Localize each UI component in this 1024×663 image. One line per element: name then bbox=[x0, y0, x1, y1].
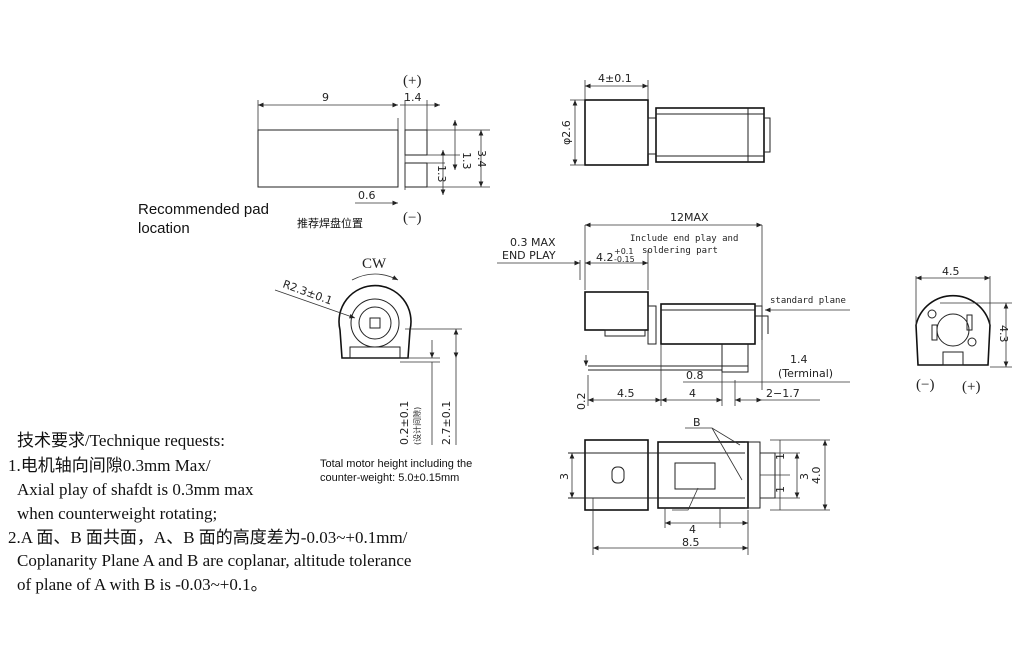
note-1-line-2: Axial play of shafdt is 0.3mm max bbox=[17, 480, 254, 499]
note-1-line-1: 1.电机轴向间隙0.3mm Max/ bbox=[8, 456, 211, 475]
side-note-2: soldering part bbox=[642, 246, 718, 256]
notes-heading: 技术要求/Technique requests: bbox=[17, 431, 225, 450]
rotation-label: CW bbox=[362, 256, 387, 272]
dim-width: 4.5 bbox=[942, 265, 960, 278]
dim-weight: 4.2 bbox=[596, 251, 614, 264]
note-2-line-2: Coplanarity Plane A and B are coplanar, … bbox=[17, 551, 411, 570]
note-2-line-1: 2.A 面、B 面共面，A、B 面的高度差为-0.03~+0.1mm/ bbox=[8, 528, 408, 547]
main-pad bbox=[257, 129, 399, 188]
minus-label: (−) bbox=[403, 210, 421, 226]
dim-3-left: 3 bbox=[558, 473, 571, 480]
pad-title-en-1: Recommended pad bbox=[138, 201, 269, 218]
dim-4: 4 bbox=[689, 523, 696, 536]
dim-pad-h2: 1.3 bbox=[435, 165, 448, 183]
bottom-view: B 3 4 8.5 1 1 3 4.0 bbox=[558, 416, 830, 555]
dim-0-2: 0.2 bbox=[575, 393, 588, 411]
rear-view: CW R2.3±0.1 0.2±0.1 (设计间隙) 2.7±0.1 Total… bbox=[274, 256, 472, 484]
dim-range: 2−1.7 bbox=[766, 387, 800, 400]
top-view: 4±0.1 φ2.6 bbox=[560, 72, 771, 166]
dim-pad-width: 1.4 bbox=[404, 91, 422, 104]
plane-b-label: B bbox=[693, 416, 701, 429]
dim-weight-tol-lower: -0.15 bbox=[614, 255, 635, 264]
minus-label: (−) bbox=[916, 377, 934, 393]
total-height-1: Total motor height including the bbox=[320, 458, 472, 470]
note-2-line-3: of plane of A with B is -0.03~+0.1。 bbox=[17, 575, 268, 594]
pad-title-cn: 推荐焊盘位置 bbox=[297, 216, 363, 230]
dim-max-length: 12MAX bbox=[670, 211, 709, 224]
minus-pad bbox=[404, 162, 428, 188]
dim-4-5: 4.5 bbox=[617, 387, 635, 400]
dim-weight-tol-upper: +0.1 bbox=[614, 247, 633, 256]
end-play-1: 0.3 MAX bbox=[510, 236, 556, 249]
plus-label: (+) bbox=[403, 73, 421, 89]
side-note-1: Include end play and bbox=[630, 234, 738, 244]
dim-pad-h1: 1.3 bbox=[460, 152, 473, 170]
end-play-2: END PLAY bbox=[502, 249, 556, 262]
dim-diameter: φ2.6 bbox=[560, 120, 573, 145]
dim-gap-cn: (设计间隙) bbox=[412, 407, 422, 445]
dim-3-right: 3 bbox=[798, 473, 811, 480]
dim-height: 4.3 bbox=[997, 325, 1010, 343]
dim-1b: 1 bbox=[774, 486, 787, 493]
plus-label: (+) bbox=[962, 379, 980, 395]
dim-0-8: 0.8 bbox=[686, 369, 704, 382]
dim-terminal: 1.4 bbox=[790, 353, 808, 366]
standard-plane-label: standard plane bbox=[770, 296, 846, 306]
side-view: 12MAX Include end play and soldering par… bbox=[497, 211, 850, 410]
plus-pad bbox=[404, 129, 428, 156]
dim-radius: R2.3±0.1 bbox=[281, 278, 334, 308]
pad-layout-view: 9 1.4 0.6 1.3 1.3 3.4 (+) (−) 推荐焊盘位置 Rec… bbox=[138, 73, 490, 237]
dim-8-5: 8.5 bbox=[682, 536, 700, 549]
note-1-line-3: when counterweight rotating; bbox=[17, 504, 217, 523]
pad-title-en-2: location bbox=[138, 220, 190, 237]
dim-gap: 0.6 bbox=[358, 189, 376, 202]
dim-1a: 1 bbox=[774, 453, 787, 460]
dim-gap: 0.2±0.1 bbox=[398, 401, 411, 445]
dim-length: 9 bbox=[322, 91, 329, 104]
dim-4: 4 bbox=[689, 387, 696, 400]
dim-total-h: 3.4 bbox=[475, 150, 488, 168]
end-view: 4.5 4.3 (−) (+) bbox=[915, 265, 1012, 395]
total-height-2: counter-weight: 5.0±0.15mm bbox=[320, 472, 459, 484]
dim-height: 2.7±0.1 bbox=[440, 401, 453, 445]
terminal-label: (Terminal) bbox=[778, 367, 833, 380]
technique-requests: 技术要求/Technique requests: 1.电机轴向间隙0.3mm M… bbox=[8, 431, 411, 594]
dim-4-0: 4.0 bbox=[810, 467, 823, 485]
dim-width: 4±0.1 bbox=[598, 72, 632, 85]
